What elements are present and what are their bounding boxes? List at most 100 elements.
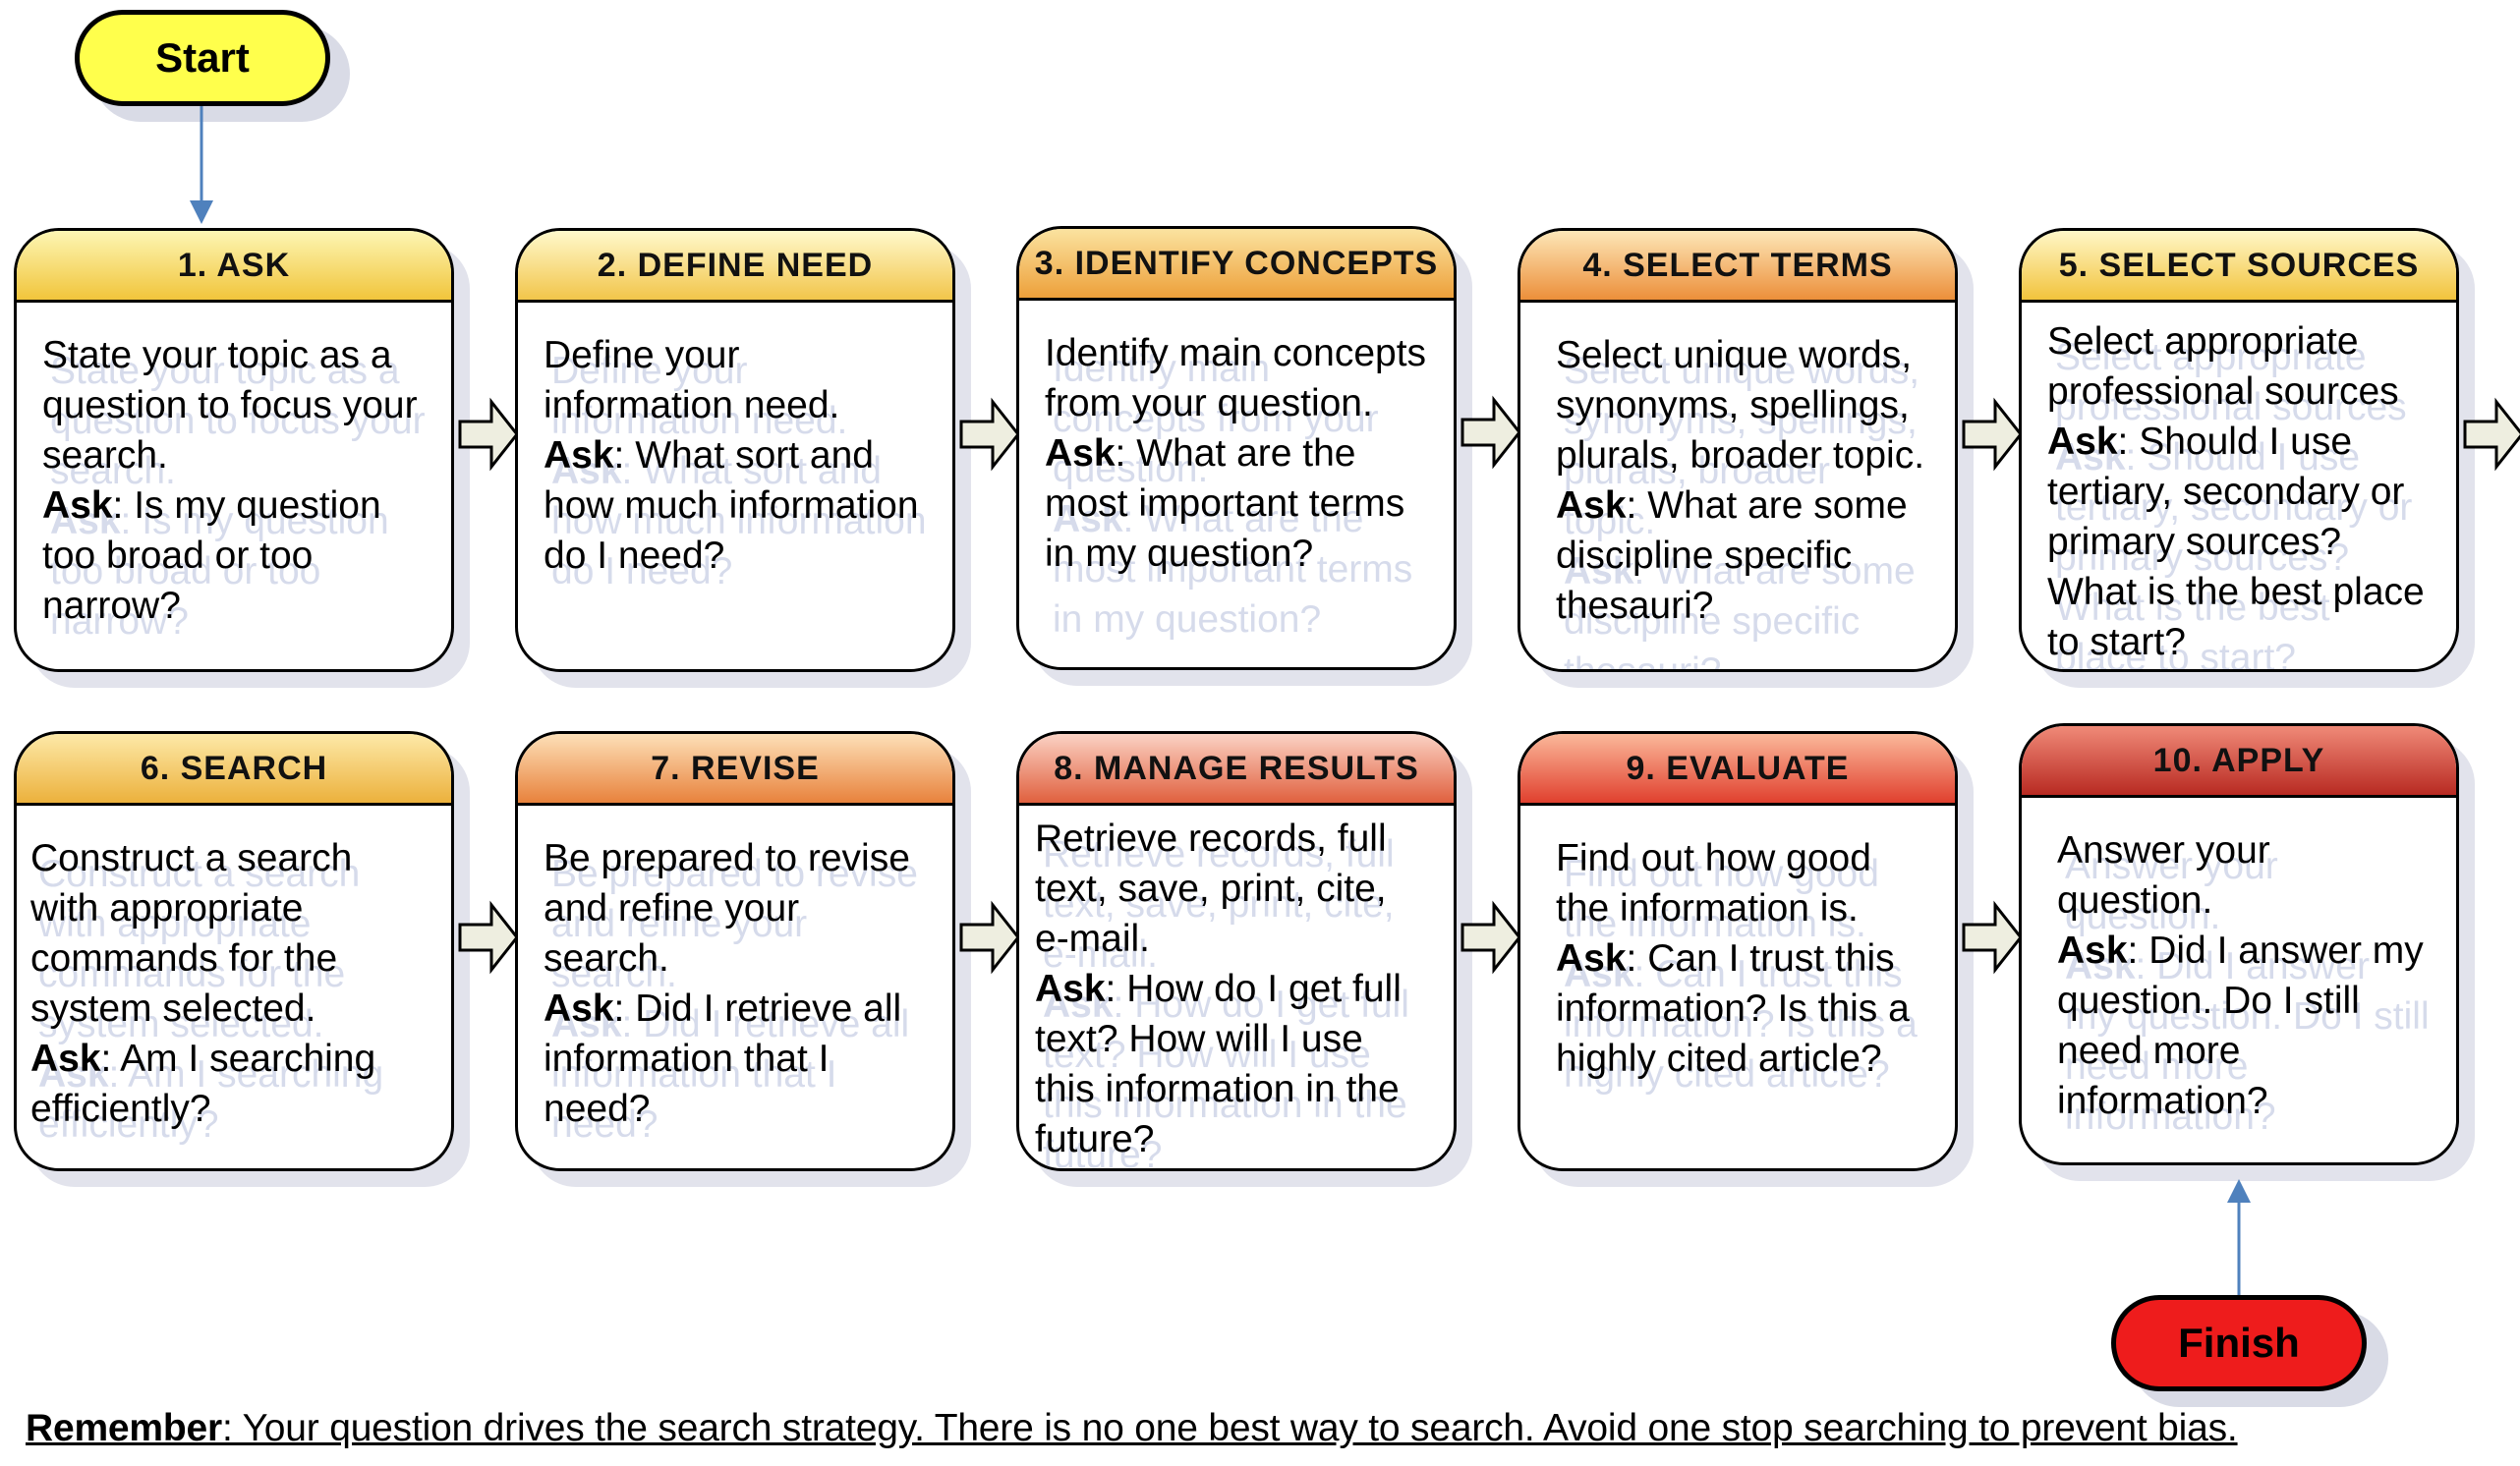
step-description: Answer your question. [2057, 829, 2270, 922]
step-description-reflection: State your topic as a question to focus … [50, 350, 426, 492]
ask-question: : What sort and how much information do … [544, 434, 919, 577]
step-description-reflection: Identify main concepts from your questio… [1053, 348, 1379, 490]
step-text: Identify main concepts from your questio… [1045, 328, 1428, 579]
step-body: Be prepared to revise and refine your se… [518, 806, 952, 1146]
ask-question: : What are the most important terms in m… [1045, 432, 1405, 575]
ask-question: : Did I answer my question. Do I still n… [2057, 930, 2424, 1122]
step-description-reflection: Answer your question. [2065, 845, 2278, 937]
start-terminator: Start [75, 10, 330, 106]
step-description: Select unique words, synonyms, spellings… [1556, 334, 1925, 477]
flow-arrow [2463, 397, 2520, 472]
step-title: 10. APPLY [2022, 726, 2456, 798]
ask-question-reflection: : How do I get full text? How will I use… [1043, 984, 1409, 1171]
step-description: Construct a search with appropriate comm… [30, 837, 353, 1030]
ask-label-reflection: Ask [1053, 498, 1123, 540]
step-title: 2. DEFINE NEED [518, 231, 952, 303]
step-description: Retrieve records, full text, save, print… [1035, 818, 1387, 960]
step-text: Define your information need. Ask: What s… [544, 330, 927, 581]
ask-label: Ask [1556, 484, 1627, 527]
step-text-reflection: Define your information need. Ask: What s… [551, 346, 927, 596]
step-description-reflection: Select appropriate professional sources [2055, 336, 2407, 428]
start-label: Start [155, 34, 250, 81]
step-body: Construct a search with appropriate comm… [17, 806, 451, 1146]
ask-label-reflection: Ask [551, 450, 622, 492]
footer-remember: Remember: Your question drives the searc… [26, 1407, 2238, 1450]
step-title: 4. SELECT TERMS [1520, 231, 1955, 303]
step-card: 4. SELECT TERMS Select unique words, syno… [1518, 228, 1958, 672]
ask-label: Ask [1045, 432, 1116, 475]
step-description-reflection: Select unique words, synonyms, spellings… [1564, 350, 1920, 542]
flow-arrow [1962, 397, 2023, 472]
step-card: 3. IDENTIFY CONCEPTS Identify main concep… [1016, 226, 1457, 670]
step-card: 5. SELECT SOURCES Select appropriate prof… [2019, 228, 2459, 672]
step-card: 2. DEFINE NEED Define your information ne… [515, 228, 955, 672]
step-text-reflection: Select unique words, synonyms, spellings… [1564, 346, 1929, 672]
ask-label-reflection: Ask [1043, 984, 1114, 1026]
ask-label-reflection: Ask [38, 1053, 109, 1096]
ask-label: Ask [42, 484, 113, 527]
ask-question: : Should I use tertiary, secondary or pr… [2047, 421, 2425, 663]
step-description-reflection: Find out how good the information is. [1564, 853, 1879, 945]
step-title: 8. MANAGE RESULTS [1019, 734, 1454, 806]
step-description-reflection: Be prepared to revise and refine your se… [551, 853, 918, 995]
ask-question-reflection: : What are the most important terms in m… [1053, 498, 1413, 641]
flow-arrow [1460, 900, 1521, 975]
step-title: 7. REVISE [518, 734, 952, 806]
ask-label: Ask [2047, 421, 2118, 463]
ask-question-reflection: : What sort and how much information do … [551, 450, 927, 592]
footer-label: Remember [26, 1407, 222, 1449]
step-body: Identify main concepts from your questio… [1019, 301, 1454, 641]
ask-question-reflection: : What are some discipline specific thes… [1564, 550, 1916, 672]
step-text: Answer your question.Ask: Did I answer m… [2057, 825, 2431, 1126]
ask-question-reflection: : Did I answer my question. Do I still n… [2065, 945, 2430, 1138]
ask-label-reflection: Ask [551, 1003, 622, 1045]
step-card: 10. APPLY Answer your question.Ask: Did I… [2019, 723, 2459, 1165]
footer-text: : Your question drives the search strate… [222, 1407, 2238, 1449]
step-body: Define your information need. Ask: What s… [518, 303, 952, 592]
ask-label: Ask [544, 987, 614, 1030]
ask-question: : What are some discipline specific thes… [1556, 484, 1908, 627]
step-description: Find out how good the information is. [1556, 837, 1871, 930]
ask-question-reflection: : Can I trust this information? Is this … [1564, 953, 1918, 1096]
flow-arrow [959, 397, 1020, 472]
step-text: Construct a search with appropriate comm… [30, 833, 426, 1134]
step-text-reflection: Find out how good the information is. Ask… [1564, 849, 1929, 1100]
ask-question-reflection: : Is my question too broad or too narrow… [50, 500, 389, 643]
ask-question-reflection: : Did I retrieve all information that I … [551, 1003, 910, 1146]
step-text-reflection: Retrieve records, full text, save, print… [1043, 829, 1428, 1171]
step-description-reflection: Construct a search with appropriate comm… [38, 853, 361, 1045]
step-text-reflection: Be prepared to revise and refine your se… [551, 849, 927, 1150]
finish-terminator: Finish [2111, 1295, 2367, 1391]
step-text: State your topic as a question to focus … [42, 330, 426, 631]
step-card: 8. MANAGE RESULTS Retrieve records, full … [1016, 731, 1457, 1171]
step-description: State your topic as a question to focus … [42, 334, 418, 477]
step-text-reflection: State your topic as a question to focus … [50, 346, 426, 647]
step-description: Be prepared to revise and refine your se… [544, 837, 910, 980]
ask-label-reflection: Ask [1564, 953, 1634, 995]
step-title: 5. SELECT SOURCES [2022, 231, 2456, 303]
step-title: 3. IDENTIFY CONCEPTS [1019, 229, 1454, 301]
step-body: Select unique words, synonyms, spellings… [1520, 303, 1955, 669]
step-description-reflection: Retrieve records, full text, save, print… [1043, 833, 1395, 976]
step-card: 1. ASK State your topic as a question to … [14, 228, 454, 672]
flow-arrow [458, 900, 519, 975]
flow-arrow [959, 900, 1020, 975]
step-text: Be prepared to revise and refine your se… [544, 833, 927, 1134]
step-body: Retrieve records, full text, save, print… [1019, 806, 1454, 1168]
step-text: Select unique words, synonyms, spellings… [1556, 330, 1929, 631]
step-title: 1. ASK [17, 231, 451, 303]
step-text-reflection: Construct a search with appropriate comm… [38, 849, 426, 1150]
flow-arrow [1962, 900, 2023, 975]
step-description: Define your information need. [544, 334, 840, 426]
step-text: Retrieve records, full text, save, print… [1035, 814, 1428, 1164]
ask-question-reflection: : Should I use tertiary, secondary or pr… [2055, 436, 2413, 672]
step-card: 7. REVISE Be prepared to revise and refin… [515, 731, 955, 1171]
step-description: Select appropriate professional sources [2047, 320, 2399, 413]
step-description-reflection: Define your information need. [551, 350, 848, 442]
ask-question: : Did I retrieve all information that I … [544, 987, 902, 1130]
